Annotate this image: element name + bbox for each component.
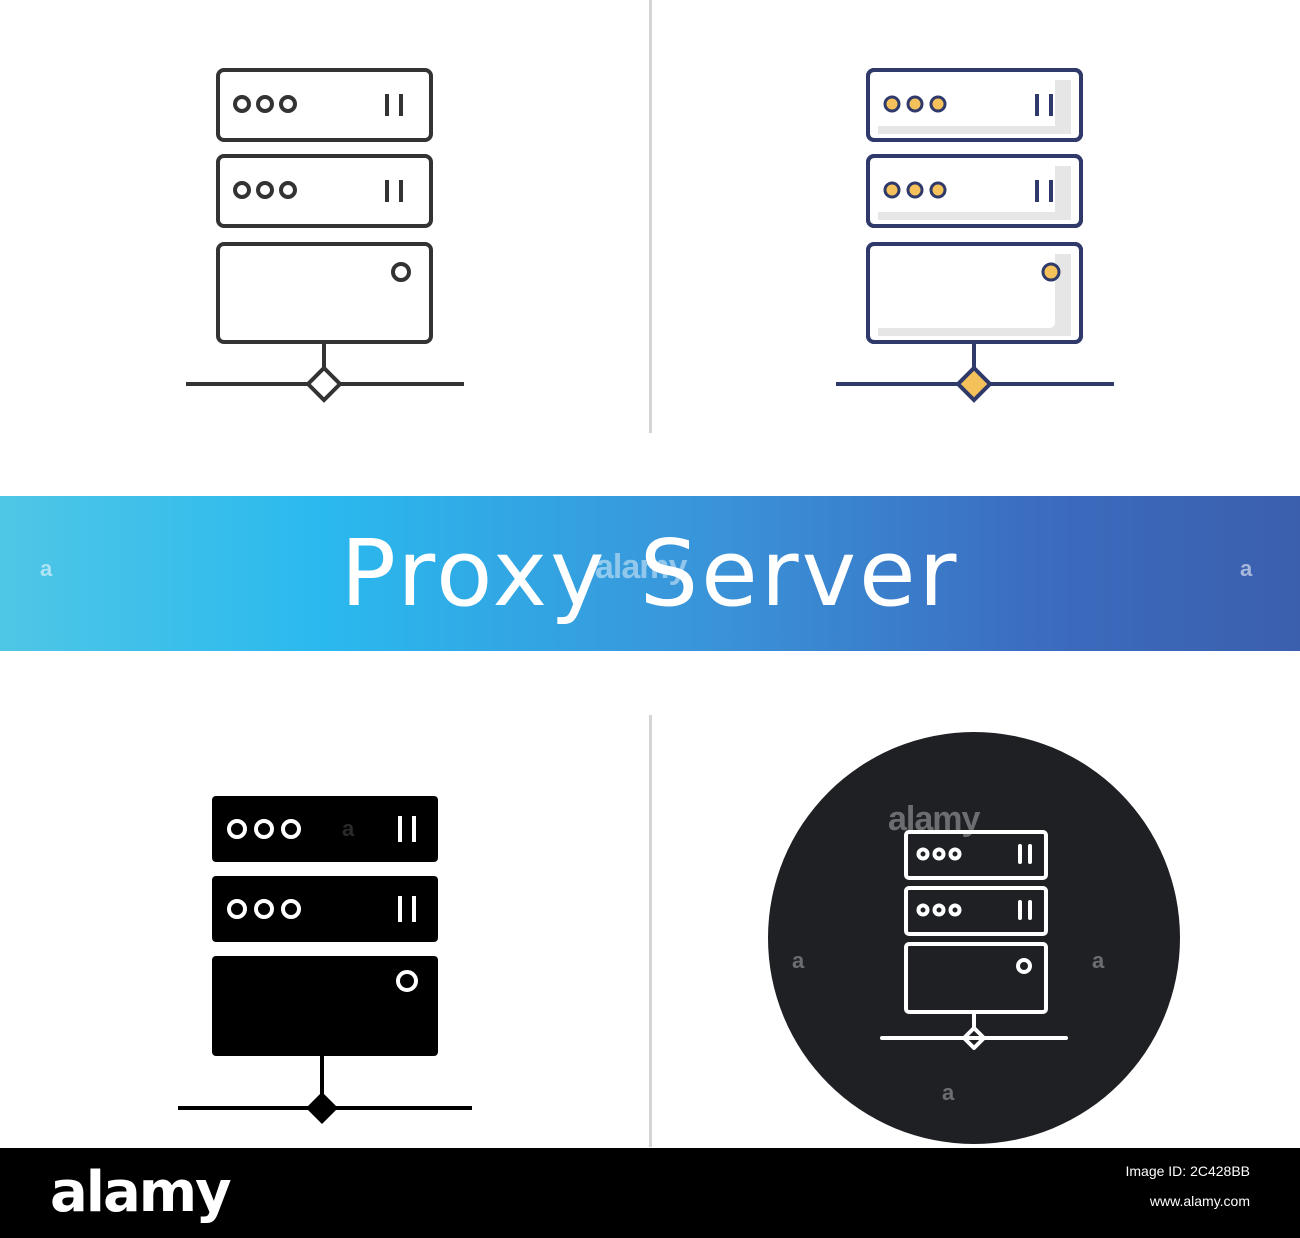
watermark-chalk-letter-left: a	[792, 948, 805, 973]
server-linear-icon	[186, 68, 464, 403]
watermark-chalk-letter-right: a	[1092, 948, 1105, 973]
vertical-divider-bottom	[649, 715, 652, 1147]
server-chalk-icon	[768, 732, 1180, 1144]
alamy-logo: alamy	[50, 1160, 232, 1225]
server-glyph-icon	[178, 796, 472, 1124]
banner-title: Proxy Server	[340, 520, 960, 627]
watermark-letter-glyph: a	[342, 816, 355, 841]
image-id-label: Image ID: 2C428BB	[1125, 1163, 1250, 1179]
watermark-chalk-word: alamy	[888, 800, 980, 838]
stock-footer: alamy Image ID: 2C428BB www.alamy.com	[0, 1148, 1300, 1238]
watermark-letter-left: a	[40, 556, 53, 581]
title-banner: Proxy Server	[0, 496, 1300, 651]
server-color-icon	[836, 68, 1114, 403]
watermark-letter-right: a	[1240, 556, 1253, 581]
footer-url: www.alamy.com	[1149, 1193, 1250, 1209]
watermark-chalk-letter-bottom: a	[942, 1080, 955, 1105]
watermark-center: alamy	[595, 548, 687, 586]
vertical-divider-top	[649, 0, 652, 433]
